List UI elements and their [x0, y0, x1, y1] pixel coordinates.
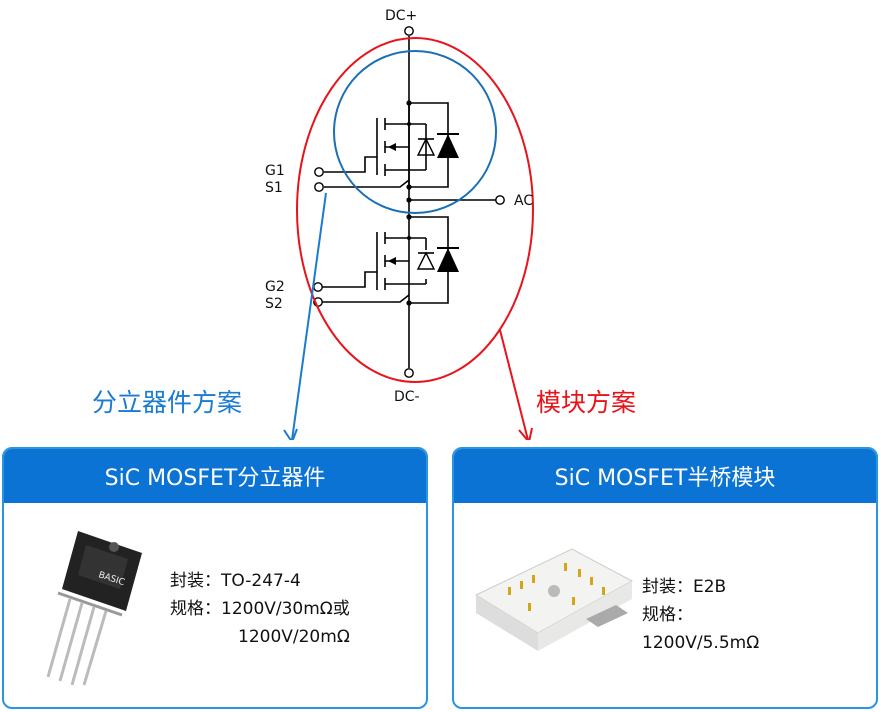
discrete-spec-line2: 1200V/20mΩ: [238, 627, 350, 647]
module-spec-line2: 1200V/5.5mΩ: [642, 633, 760, 653]
discrete-spec-line1: 规格：1200V/30mΩ或: [170, 599, 350, 619]
to247-package-image: BASIC: [46, 531, 142, 686]
module-package-line: 封装：E2B: [642, 577, 727, 597]
s1-label: S1: [265, 180, 283, 196]
module-card-title: SiC MOSFET半桥模块: [454, 449, 876, 503]
module-solution-label: 模块方案: [536, 388, 637, 417]
g2-label: G2: [265, 279, 285, 295]
discrete-card-title: SiC MOSFET分立器件: [4, 449, 426, 503]
ac-label: AC: [514, 193, 533, 209]
discrete-card: SiC MOSFET分立器件 BASIC 封装：TO-247-4 规格：1200…: [2, 447, 428, 709]
module-card: SiC MOSFET半桥模块 封装：E2B 规格： 1200V/5.5mΩ: [452, 447, 878, 709]
module-highlight-ellipse: [296, 37, 534, 383]
diode-icon: [388, 133, 459, 272]
e2b-module-image: [474, 548, 634, 651]
discrete-solution-label: 分立器件方案: [92, 388, 243, 417]
discrete-highlight-circle: [333, 50, 497, 214]
dc-minus-label: DC-: [394, 389, 420, 405]
module-arrow: [499, 329, 529, 440]
terminal-icon: [313, 26, 505, 378]
dc-plus-label: DC+: [385, 8, 417, 24]
discrete-package-line: 封装：TO-247-4: [170, 571, 301, 591]
g1-label: G1: [265, 163, 285, 179]
discrete-arrow: [291, 192, 327, 440]
half-bridge-schematic: DC+ DC- AC G1 S1 G2 S2: [265, 8, 534, 440]
s2-label: S2: [265, 296, 283, 312]
module-spec-line1: 规格：: [642, 605, 693, 625]
